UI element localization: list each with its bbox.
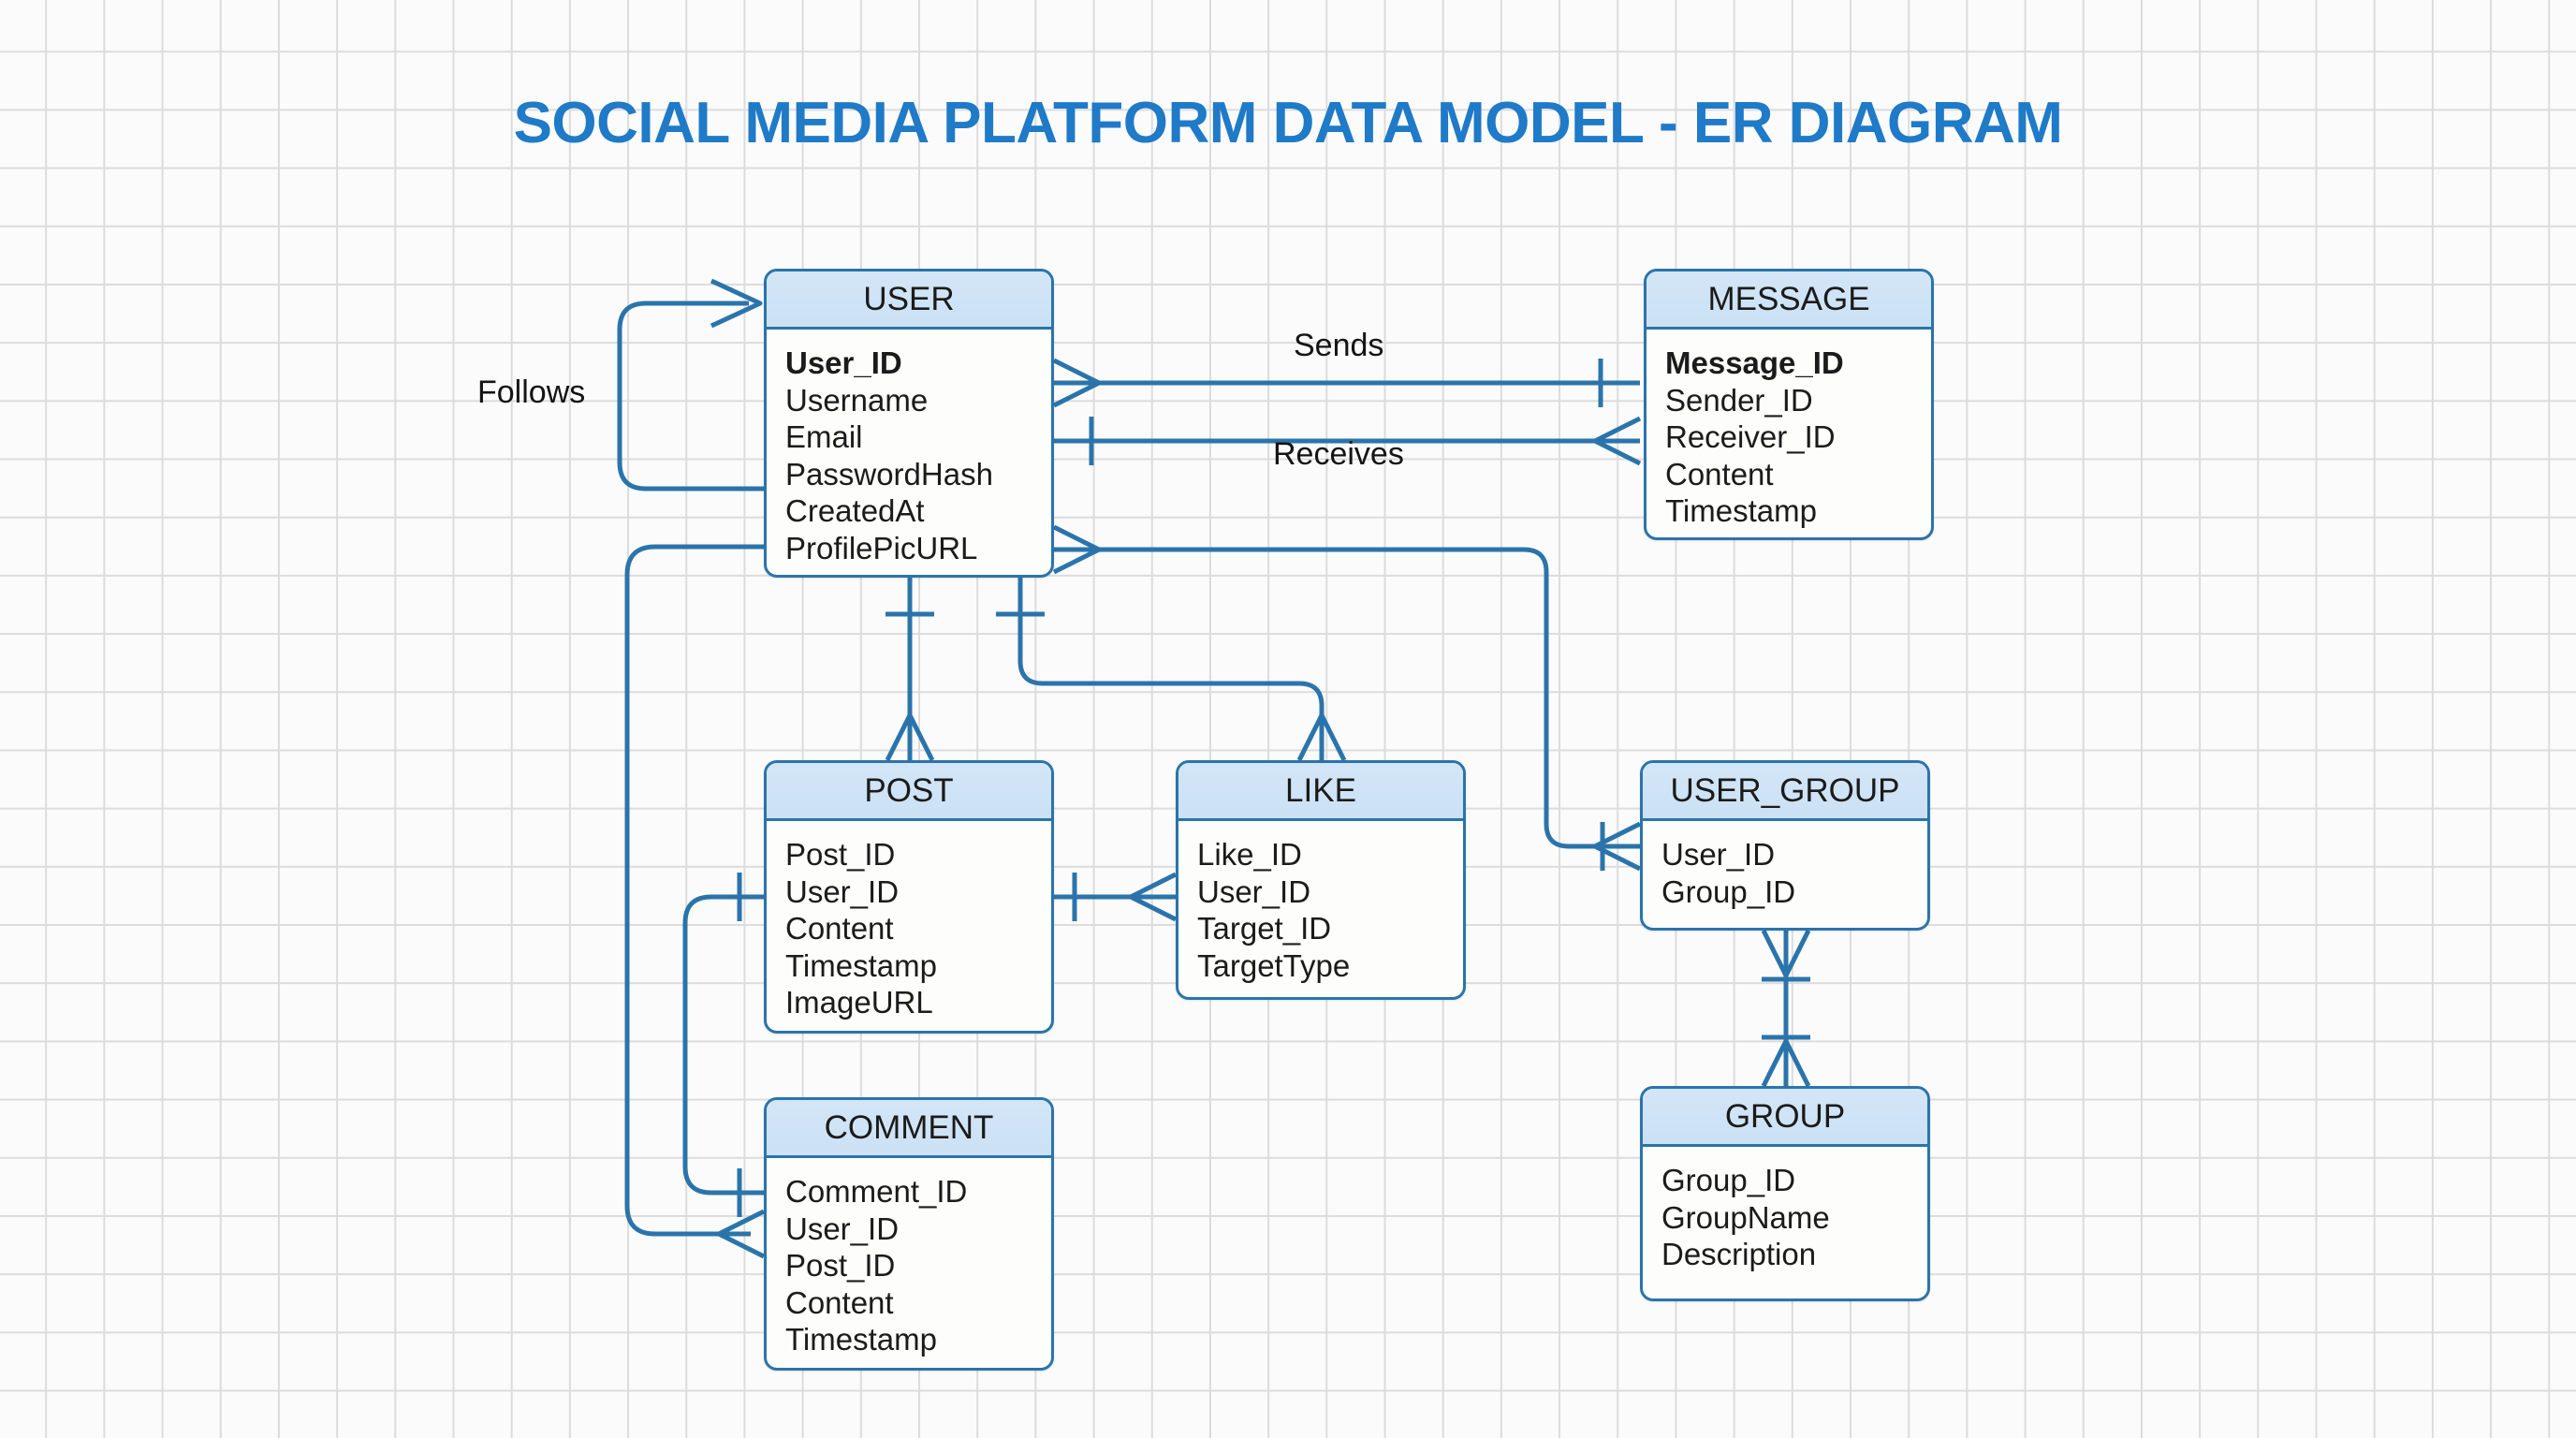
attribute-post-timestamp: Timestamp	[785, 947, 937, 983]
entity-user-group[interactable]: USER_GROUP User_ID Group_ID	[1640, 760, 1930, 931]
entity-message-title: MESSAGE	[1647, 271, 1931, 330]
attribute-createdat: CreatedAt	[785, 493, 925, 528]
attribute-post-user-id: User_ID	[785, 873, 900, 909]
entity-user-attributes: User_ID Username Email PasswordHash Crea…	[767, 330, 1051, 575]
entity-group-attributes: Group_ID GroupName Description	[1643, 1147, 1927, 1286]
crowfoot-usergroup-user	[1052, 524, 1102, 575]
attribute-like-id: Like_ID	[1197, 837, 1302, 872]
connector-user-like	[1017, 578, 1325, 760]
entity-group-title: GROUP	[1643, 1089, 1927, 1147]
attribute-email: Email	[785, 419, 863, 454]
attribute-group-name: GroupName	[1661, 1199, 1830, 1235]
crowfoot-usergroup-bottom	[1761, 929, 1811, 978]
crowfoot-usergroup-in	[1592, 821, 1642, 872]
entity-comment[interactable]: COMMENT Comment_ID User_ID Post_ID Conte…	[764, 1097, 1054, 1371]
entity-comment-attributes: Comment_ID User_ID Post_ID Content Times…	[767, 1158, 1051, 1368]
entity-message[interactable]: MESSAGE Message_ID Sender_ID Receiver_ID…	[1644, 269, 1934, 540]
attribute-passwordhash: PasswordHash	[785, 456, 993, 492]
attribute-message-id: Message_ID	[1665, 345, 1844, 380]
entity-user[interactable]: USER User_ID Username Email PasswordHash…	[764, 269, 1054, 578]
entity-user-group-attributes: User_ID Group_ID	[1643, 821, 1927, 923]
connector-post-comment	[682, 894, 764, 1196]
crowfoot-follows-user	[710, 278, 763, 329]
attribute-msg-content: Content	[1665, 456, 1774, 492]
entity-comment-title: COMMENT	[767, 1100, 1051, 1158]
entity-post-attributes: Post_ID User_ID Content Timestamp ImageU…	[767, 821, 1051, 1031]
attribute-group-id: Group_ID	[1661, 1163, 1796, 1197]
attribute-like-user-id: User_ID	[1197, 873, 1311, 909]
page-title: SOCIAL MEDIA PLATFORM DATA MODEL - ER DI…	[513, 91, 2063, 155]
entity-group[interactable]: GROUP Group_ID GroupName Description	[1640, 1086, 1930, 1301]
attribute-comment-user-id: User_ID	[785, 1211, 900, 1246]
entity-message-attributes: Message_ID Sender_ID Receiver_ID Content…	[1647, 330, 1931, 537]
attribute-like-target-id: Target_ID	[1197, 911, 1332, 946]
entity-like[interactable]: LIKE Like_ID User_ID Target_ID TargetTyp…	[1176, 760, 1466, 1000]
crowfoot-user-post	[885, 712, 935, 762]
entity-user-title: USER	[767, 271, 1051, 330]
attribute-receiver-id: Receiver_ID	[1665, 419, 1836, 454]
attribute-post-id: Post_ID	[785, 837, 896, 872]
attribute-like-targettype: TargetType	[1197, 947, 1351, 983]
entity-like-title: LIKE	[1178, 763, 1463, 821]
attribute-msg-timestamp: Timestamp	[1665, 493, 1817, 528]
entity-post-title: POST	[767, 763, 1051, 821]
attribute-comment-timestamp: Timestamp	[785, 1322, 937, 1357]
attribute-group-description: Description	[1661, 1237, 1817, 1271]
crowfoot-post-like	[1128, 872, 1178, 922]
crowfoot-group-top	[1761, 1038, 1811, 1088]
attribute-profilepicurl: ProfilePicURL	[785, 530, 978, 565]
attribute-ug-user-id: User_ID	[1661, 837, 1776, 872]
attribute-user-id: User_ID	[785, 345, 902, 380]
attribute-username: Username	[785, 382, 929, 418]
attribute-post-imageurl: ImageURL	[785, 985, 933, 1020]
attribute-sender-id: Sender_ID	[1665, 382, 1813, 418]
crowfoot-comment-user	[716, 1209, 766, 1259]
connector-user-comment	[624, 544, 764, 1237]
attribute-comment-post-id: Post_ID	[785, 1248, 896, 1283]
attribute-ug-group-id: Group_ID	[1661, 873, 1796, 909]
relationship-label-receives: Receives	[1273, 436, 1404, 472]
attribute-comment-content: Content	[785, 1284, 894, 1320]
entity-user-group-title: USER_GROUP	[1643, 763, 1927, 821]
attribute-post-content: Content	[785, 911, 894, 946]
attribute-comment-id: Comment_ID	[785, 1174, 968, 1209]
connector-user-follows-user	[617, 301, 764, 492]
relationship-label-sends: Sends	[1294, 328, 1384, 363]
relationship-label-follows: Follows	[477, 374, 586, 410]
crowfoot-sends-user	[1052, 358, 1102, 408]
entity-post[interactable]: POST Post_ID User_ID Content Timestamp I…	[764, 760, 1054, 1034]
entity-like-attributes: Like_ID User_ID Target_ID TargetType	[1178, 821, 1463, 997]
crowfoot-receives-message	[1592, 416, 1642, 466]
crowfoot-user-like	[1296, 712, 1347, 762]
